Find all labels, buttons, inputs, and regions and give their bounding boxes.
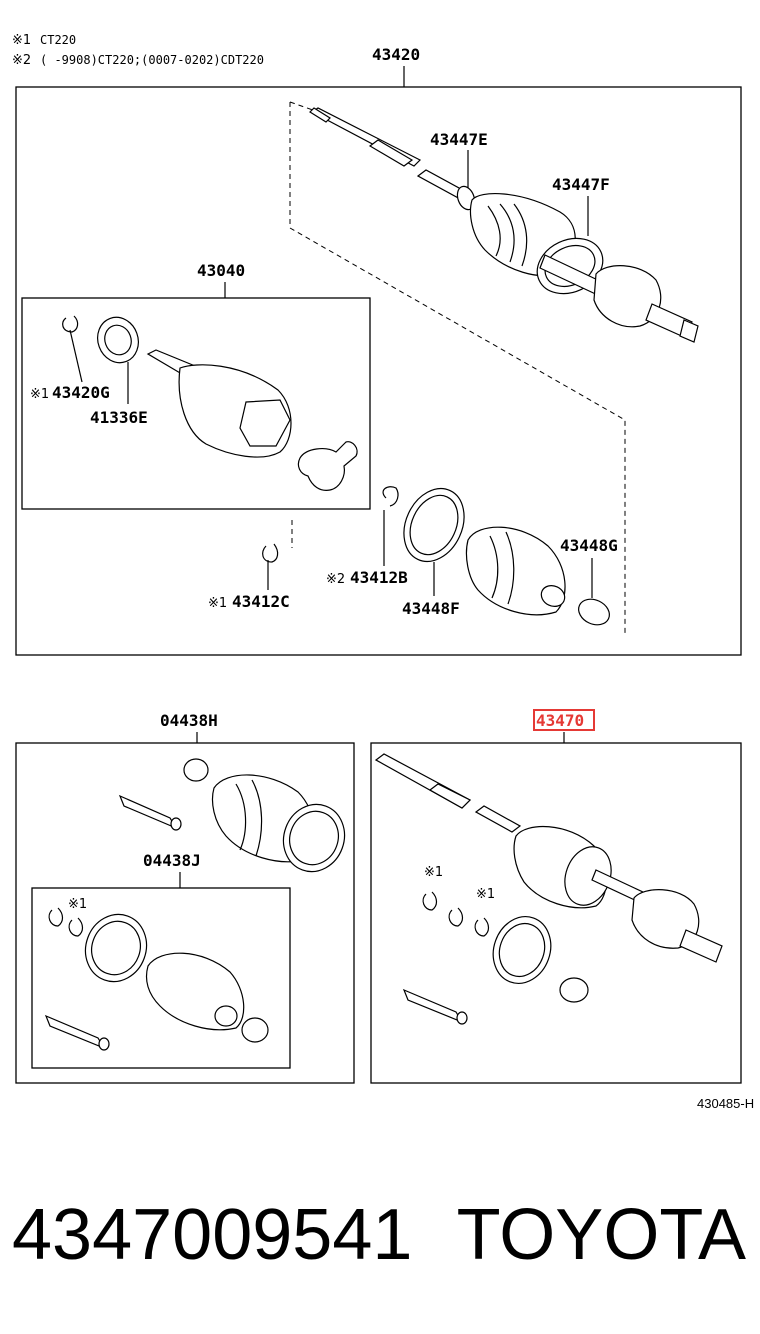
note2-text: ( -9908)CT220;(0007-0202)CDT220 [40,53,264,67]
mark-43420G: ※1 [30,387,49,402]
footer: 4347009541 TOYOTA [12,1185,752,1285]
boot-and-clip-icon [262,486,610,626]
label-43412B[interactable]: 43412B [350,568,408,587]
driveshaft-assembly-icon [309,107,699,343]
mark-43470-b: ※1 [476,887,495,902]
panel-04438H [15,742,355,1084]
note1-mark: ※1 [12,33,31,48]
note2-mark: ※2 [12,53,31,68]
label-43448G[interactable]: 43448G [560,536,618,555]
highlight-box [533,709,595,731]
driveshaft-outboard-icon [374,753,723,1025]
mark-04438J: ※1 [68,897,87,912]
label-43412C[interactable]: 43412C [232,592,290,611]
panel-43420 [15,86,742,656]
label-04438H[interactable]: 04438H [160,711,218,730]
part-number: 4347009541 [12,1195,413,1275]
mark-43412B: ※2 [326,572,345,587]
label-43447E[interactable]: 43447E [430,130,488,149]
label-43040[interactable]: 43040 [197,261,245,280]
boot-kit-outer-icon [118,758,346,873]
panel-43470 [370,742,742,1084]
label-04438J[interactable]: 04438J [143,851,201,870]
note1-text: CT220 [40,33,76,47]
mark-43412C: ※1 [208,596,227,611]
label-43448F[interactable]: 43448F [402,599,460,618]
label-43420[interactable]: 43420 [372,45,420,64]
parts-diagram: ※1 CT220 ※2 ( -9908)CT220;(0007-0202)CDT… [12,33,754,1111]
reference-code: 430485-H [697,1096,754,1111]
boot-kit-inner-icon: ※1 [44,897,269,1051]
label-41336E[interactable]: 41336E [90,408,148,427]
label-43420G[interactable]: 43420G [52,383,110,402]
panel-04438J [31,887,291,1069]
label-43470[interactable]: 43470 [536,711,584,730]
inboard-joint-icon [62,315,358,491]
panel-43040 [21,297,371,510]
mark-43470-a: ※1 [424,865,443,880]
brand-name: TOYOTA [456,1195,746,1275]
label-43447F[interactable]: 43447F [552,175,610,194]
